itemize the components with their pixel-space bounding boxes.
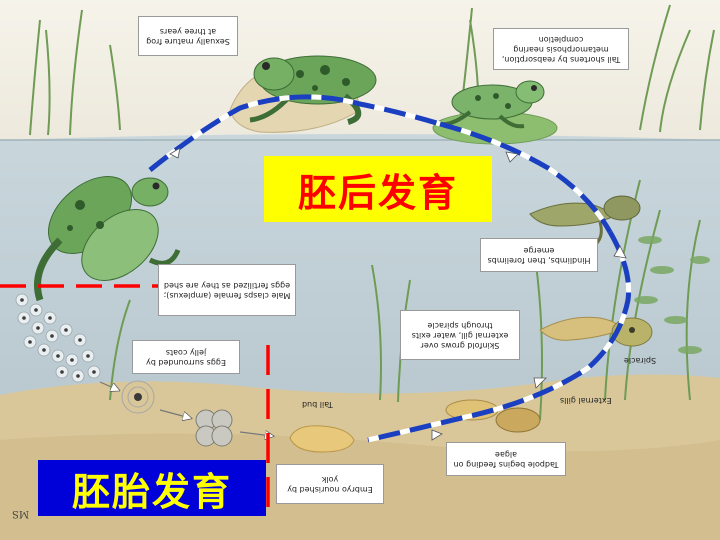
caption-eggs-jelly: Eggs surrounded by jelly coats [132, 340, 240, 374]
label-external-gills: External gills [560, 396, 612, 405]
stage-dividers [0, 284, 270, 516]
label-tail-bud: Tail bud [302, 400, 333, 409]
embryonic-development-label: 胚胎发育 [38, 460, 266, 516]
tadpole-limbs-icon [529, 195, 641, 246]
embryo-icon [289, 425, 355, 453]
cleaving-egg-icon [195, 409, 233, 447]
caption-embryo-yolk: Embryo nourished by yolk [276, 464, 384, 504]
caption-tadpole-feeding: Tadpole begins feeding on algae [446, 442, 566, 476]
weed-fronds [634, 236, 710, 354]
caption-skinfold: Skinfold grows over external gill, water… [400, 310, 520, 360]
cycle-arrow [148, 94, 632, 443]
artist-initials: MS [12, 508, 30, 519]
caption-hindlimbs: Hindlimbs, then forelimbs emerge [480, 238, 598, 272]
egg-mass-dots [20, 298, 96, 378]
caption-tail-shortens: Tail shortens by reabsorption, metamorph… [493, 28, 629, 70]
label-spiracle: Spiracle [624, 356, 657, 365]
postembryonic-development-label: 胚后发育 [264, 156, 492, 222]
young-frog-icon [439, 80, 545, 129]
tadpole-external-gills-icon [445, 399, 541, 433]
single-egg-icon [121, 380, 155, 414]
reeds [29, 4, 715, 421]
cycle-arrowheads [169, 147, 627, 441]
mating-frogs-icon [34, 176, 181, 302]
caption-sexually-mature: Sexually mature frog at three years [138, 16, 238, 56]
pond-water [0, 134, 720, 400]
caption-male-clasps: Male clasps female (amplexus); eggs fert… [158, 264, 296, 316]
